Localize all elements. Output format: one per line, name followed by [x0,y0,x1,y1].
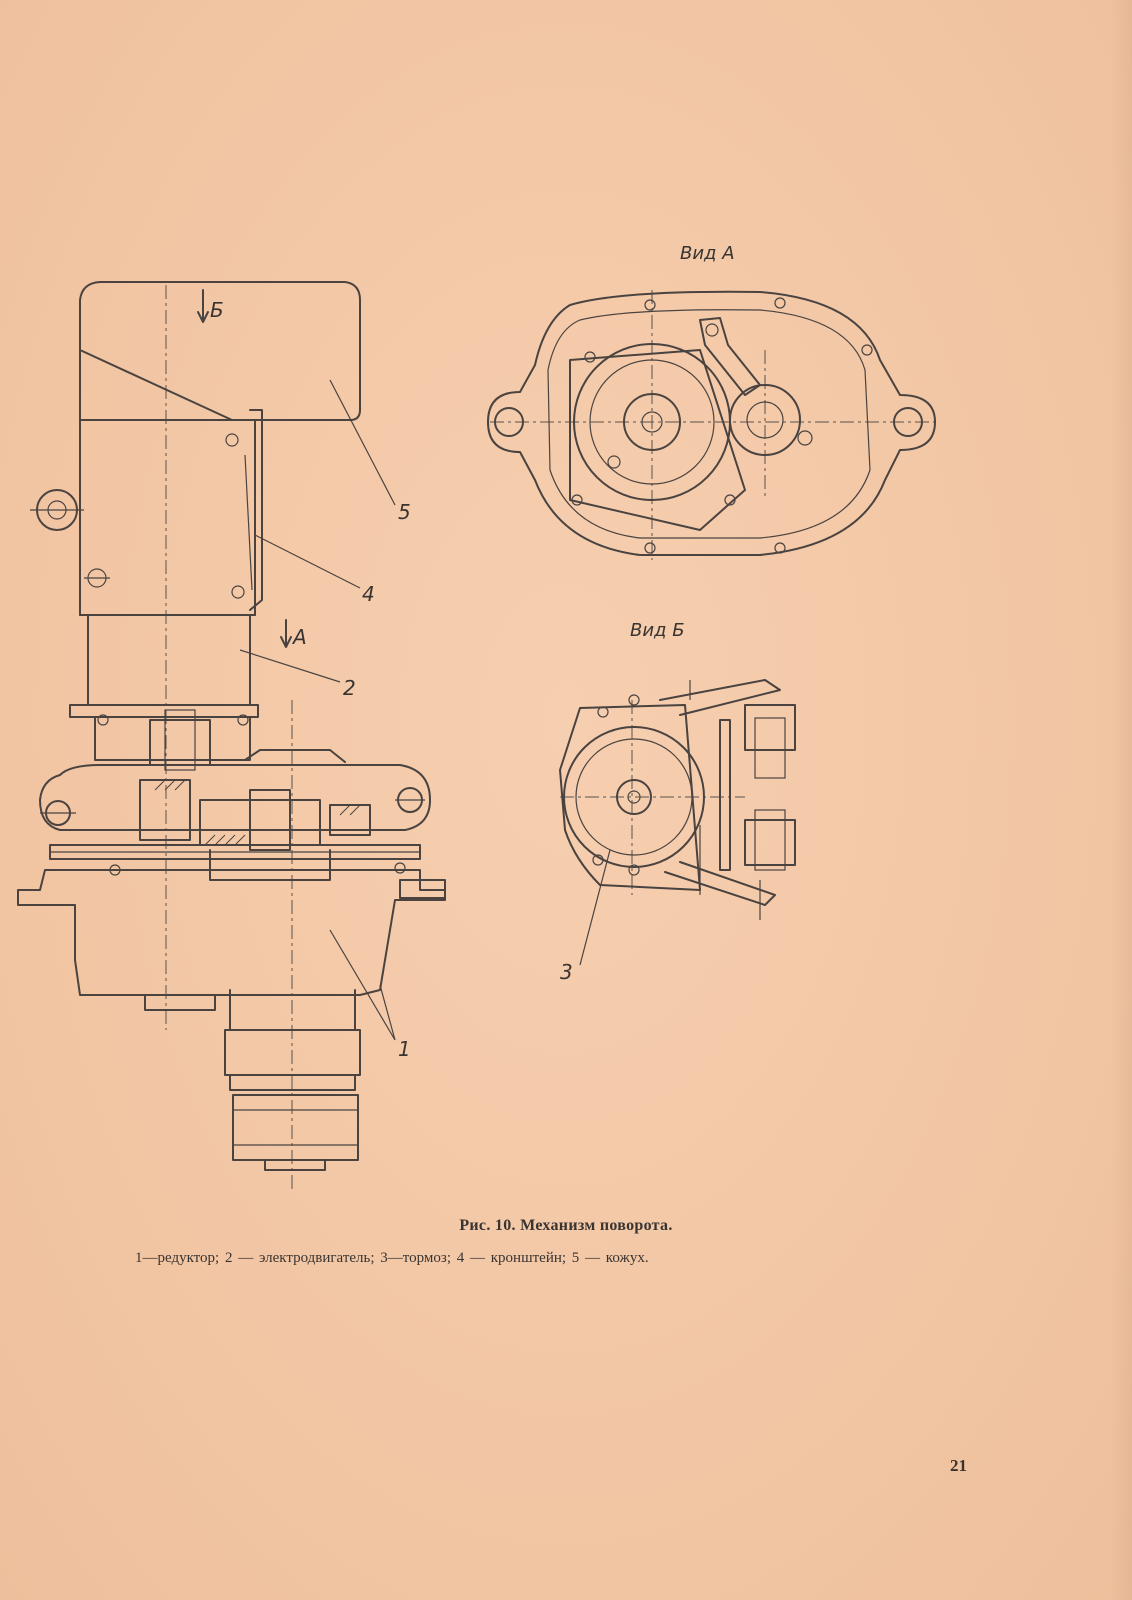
arrow-label-b: Б [210,298,224,322]
figure-title: Рис. 10. Механизм поворота. [459,1217,673,1234]
view-label-b: Вид Б [630,620,685,641]
callout-3: 3 [560,960,573,984]
figure-legend: 1—редуктор; 2 — электродвигатель; 3—торм… [135,1250,649,1266]
arrow-label-a: A [293,625,307,649]
callout-2: 2 [343,676,356,700]
view-label-a: Вид A [680,243,735,264]
page-number: 21 [950,1456,967,1475]
callout-4: 4 [362,582,375,606]
callout-5: 5 [398,500,411,524]
callout-1: 1 [398,1037,411,1061]
page-edge-shadow [1110,0,1132,1600]
